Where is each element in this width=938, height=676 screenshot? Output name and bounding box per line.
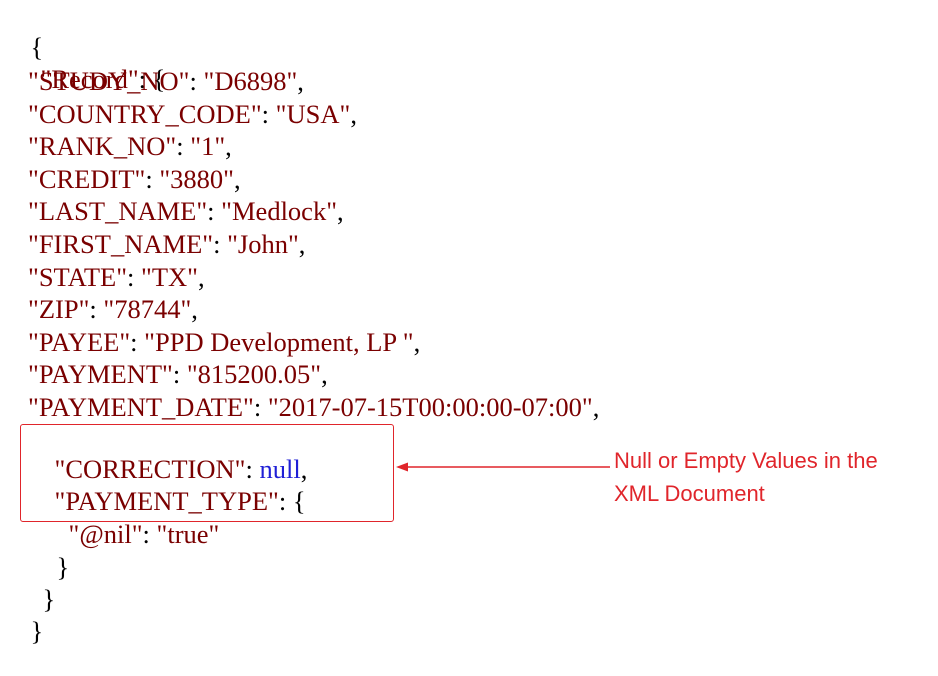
- payment-type-line: "PAYMENT_TYPE": {: [28, 456, 306, 546]
- field-key: "PAYEE": [28, 326, 131, 357]
- field-line: "STUDY_NO": "D6898",: [28, 66, 304, 96]
- field-value: "Medlock": [221, 196, 338, 227]
- record-open: : {: [138, 64, 166, 94]
- field-line: "PAYEE": "PPD Development, LP ",: [28, 326, 421, 357]
- field-value: "78744": [103, 294, 192, 325]
- record-key: "Record": [40, 64, 139, 94]
- annotation-callout: Null or Empty Values in the XML Document: [614, 444, 934, 510]
- field-suffix: ,: [298, 229, 306, 259]
- field-key: "COUNTRY_CODE": [28, 98, 262, 129]
- field-suffix: ,: [233, 163, 241, 194]
- field-value: "PPD Development, LP ": [144, 326, 414, 357]
- field-key: "STUDY_NO": [28, 66, 190, 96]
- json-document: { "Record": { "STUDY_NO": "D6898","COUNT…: [4, 2, 600, 646]
- nil-value: "true": [156, 519, 220, 549]
- field-suffix: ,: [191, 294, 198, 325]
- field-key: "CREDIT": [28, 163, 146, 194]
- field-value: "3880": [159, 163, 234, 194]
- close-brace: }: [30, 616, 44, 646]
- annotation-line-1: Null or Empty Values in the: [614, 448, 878, 473]
- field-suffix: ,: [297, 66, 304, 96]
- open-brace: {: [4, 2, 44, 92]
- correction-key: "CORRECTION": [54, 454, 246, 484]
- null-values-highlight-box: [20, 424, 394, 522]
- field-value: "815200.05": [186, 359, 322, 390]
- nil-key: "@nil": [68, 519, 143, 549]
- field-value: "1": [190, 131, 226, 162]
- left-arrow-icon: [396, 462, 610, 472]
- field-value: "2017-07-15T00:00:00-07:00": [267, 392, 593, 422]
- record-close-brace: }: [42, 584, 56, 614]
- field-line: "FIRST_NAME": "John",: [28, 229, 306, 259]
- annotation-line-2: XML Document: [614, 481, 765, 506]
- field-key: "FIRST_NAME": [28, 229, 214, 259]
- field-value: "D6898": [203, 66, 298, 96]
- field-line: "CREDIT": "3880",: [28, 163, 241, 194]
- field-suffix: ,: [197, 261, 205, 292]
- field-line: "ZIP": "78744",: [28, 294, 198, 325]
- field-line: "STATE": "TX",: [28, 261, 205, 292]
- field-key: "ZIP": [28, 294, 90, 325]
- payment-type-key: "PAYMENT_TYPE": [54, 486, 279, 516]
- field-suffix: ,: [321, 359, 328, 390]
- field-key: "LAST_NAME": [28, 196, 208, 227]
- correction-suffix: ,: [300, 454, 308, 484]
- field-value: "USA": [275, 98, 351, 129]
- payment-type-open: : {: [278, 486, 306, 516]
- field-value: "TX": [141, 261, 198, 292]
- field-key: "STATE": [28, 261, 128, 292]
- field-line: "COUNTRY_CODE": "USA",: [28, 98, 357, 129]
- field-key: "PAYMENT": [28, 359, 173, 390]
- field-line: "PAYMENT": "815200.05",: [28, 359, 328, 390]
- field-suffix: ,: [413, 326, 421, 357]
- field-suffix: ,: [225, 131, 232, 162]
- field-suffix: ,: [337, 196, 344, 227]
- field-value: "John": [227, 229, 299, 259]
- field-key: "PAYMENT_DATE": [28, 392, 254, 422]
- inner-close-brace: }: [56, 552, 70, 582]
- correction-line: "CORRECTION": null,: [54, 454, 308, 484]
- field-suffix: ,: [350, 98, 357, 129]
- brace-text: {: [30, 32, 44, 62]
- field-key: "RANK_NO": [28, 131, 177, 162]
- correction-null-value: null: [259, 454, 301, 484]
- field-line: "PAYMENT_DATE": "2017-07-15T00:00:00-07:…: [28, 392, 600, 422]
- field-suffix: ,: [592, 392, 600, 422]
- field-line: "RANK_NO": "1",: [28, 131, 232, 162]
- field-line: "LAST_NAME": "Medlock",: [28, 196, 344, 227]
- record-line: "Record": {: [14, 34, 166, 124]
- nil-line: "@nil": "true": [68, 519, 220, 549]
